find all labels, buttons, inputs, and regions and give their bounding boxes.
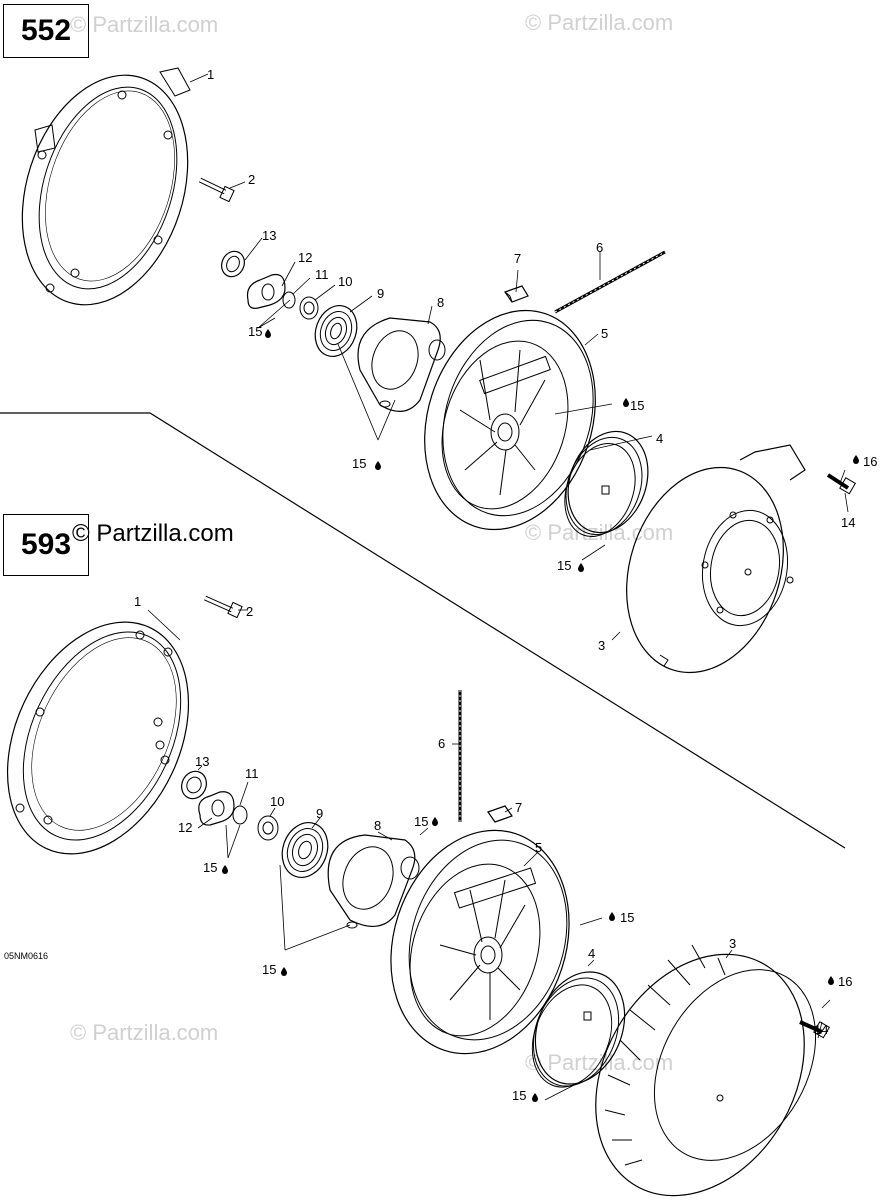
bolt-part-2-bottom — [203, 595, 243, 619]
key-part-7-bottom — [487, 805, 513, 823]
drop-icon — [222, 865, 228, 874]
rope-part-6-top — [554, 250, 666, 314]
callout-16: 16 — [838, 974, 852, 989]
bushing-part-10-top — [299, 296, 319, 320]
washer-part-11-top — [282, 291, 296, 309]
watermark: © Partzilla.com — [70, 12, 219, 37]
callout-4: 4 — [656, 431, 663, 446]
leader-lines-bottom — [147, 609, 831, 1101]
drop-icon — [828, 976, 834, 985]
bolt-part-14-top — [826, 473, 857, 495]
callout-6: 6 — [438, 736, 445, 751]
callout-15: 15 — [248, 324, 262, 339]
spring-part-9-top — [314, 305, 358, 357]
callout-9: 9 — [377, 286, 384, 301]
section-label-552: 552 — [3, 4, 89, 58]
callout-14: 14 — [814, 1022, 828, 1037]
spring-part-4-top — [564, 430, 649, 537]
nut-part-13-top — [221, 250, 245, 278]
bolt-part-2-top — [198, 177, 235, 203]
spring-part-4-bottom — [531, 971, 626, 1088]
drop-icon — [281, 967, 287, 976]
drop-icon — [432, 817, 438, 826]
callout-13: 13 — [262, 228, 276, 243]
bushing-part-10-bottom — [257, 815, 279, 841]
callout-15: 15 — [620, 910, 634, 925]
housing-part-3-top — [626, 444, 806, 674]
pulley-part-5-top — [424, 309, 596, 531]
section-label-593: 593 — [3, 514, 89, 576]
callout-15: 15 — [557, 558, 571, 573]
watermark-label: © Partzilla.com — [72, 520, 234, 547]
housing-part-3-bottom — [595, 944, 817, 1197]
ring-part-1-bottom — [6, 621, 190, 855]
cam-part-8-top — [357, 317, 446, 412]
nut-part-13-bottom — [181, 770, 207, 800]
callout-6: 6 — [596, 240, 603, 255]
callouts: 1 2 13 12 11 10 9 8 7 6 5 15 4 16 14 15 … — [134, 67, 877, 1103]
callout-15: 15 — [352, 456, 366, 471]
callout-3: 3 — [729, 936, 736, 951]
callout-15: 15 — [203, 860, 217, 875]
watermark: © Partzilla.com — [525, 10, 674, 35]
cam-part-8-bottom — [327, 834, 420, 929]
callout-14: 14 — [841, 515, 855, 530]
callout-12: 12 — [178, 820, 192, 835]
callout-15: 15 — [262, 962, 276, 977]
drop-icon — [532, 1093, 538, 1102]
callout-2: 2 — [246, 604, 253, 619]
callout-5: 5 — [601, 326, 608, 341]
drop-icon — [265, 329, 271, 338]
grease-drop-icons — [222, 329, 859, 1102]
callout-3: 3 — [598, 638, 605, 653]
plate-part-12-bottom — [198, 791, 235, 826]
section-divider — [0, 412, 846, 849]
drop-icon — [853, 455, 859, 464]
watermark: © Partzilla.com — [525, 1050, 674, 1075]
callout-13: 13 — [195, 754, 209, 769]
pulley-part-5-bottom — [390, 829, 570, 1055]
callout-2: 2 — [248, 172, 255, 187]
callout-5: 5 — [535, 840, 542, 855]
callout-15: 15 — [630, 398, 644, 413]
drop-icon — [375, 461, 381, 470]
spring-part-9-bottom — [281, 822, 329, 878]
callout-1: 1 — [207, 67, 214, 82]
callout-10: 10 — [338, 274, 352, 289]
washer-part-11-bottom — [232, 805, 248, 825]
drawing-code: 05NM0616 — [4, 951, 49, 961]
callout-7: 7 — [514, 251, 521, 266]
callout-11: 11 — [315, 267, 329, 282]
callout-15: 15 — [512, 1088, 526, 1103]
callout-16: 16 — [863, 454, 877, 469]
ring-part-1-top — [21, 67, 191, 306]
callout-4: 4 — [588, 946, 595, 961]
callout-9: 9 — [316, 806, 323, 821]
callout-10: 10 — [270, 794, 284, 809]
callout-7: 7 — [515, 800, 522, 815]
callout-11: 11 — [245, 766, 259, 781]
drop-icon — [623, 398, 629, 407]
callout-8: 8 — [374, 818, 381, 833]
callout-1: 1 — [134, 594, 141, 609]
callout-12: 12 — [298, 250, 312, 265]
drop-icon — [609, 912, 615, 921]
watermark: © Partzilla.com — [70, 1020, 219, 1045]
drop-icon — [578, 563, 584, 572]
callout-15: 15 — [414, 814, 428, 829]
plate-part-12-top — [246, 273, 286, 309]
callout-8: 8 — [437, 295, 444, 310]
leader-lines-top — [189, 73, 849, 641]
